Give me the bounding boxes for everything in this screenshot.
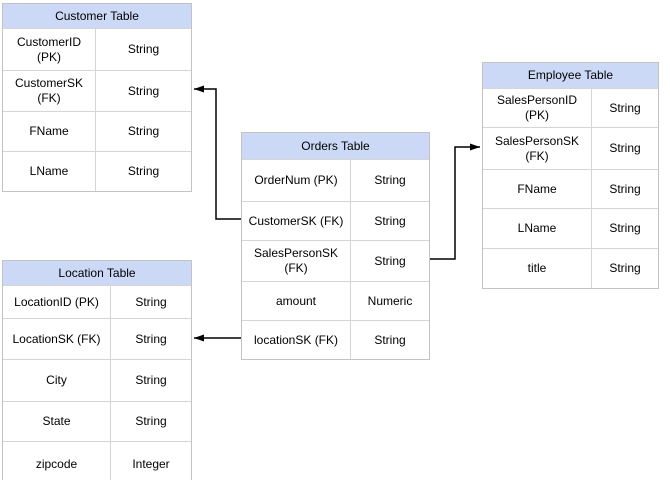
field-type-cell: String	[609, 100, 641, 115]
field-name-cell: OrderNum (PK)	[242, 160, 351, 201]
field-name-cell: SalesPersonSK (FK)	[483, 128, 592, 169]
table-row: SalesPersonSK (FK) String	[242, 240, 429, 281]
field-type-cell: String	[135, 373, 167, 387]
table-row: locationSK (FK) String	[242, 320, 429, 359]
table-row: zipcode Integer	[3, 441, 191, 480]
table-title-location: Location Table	[3, 261, 191, 286]
table-row: LName String	[3, 151, 191, 191]
field-type-cell: String	[127, 124, 160, 138]
field-name-cell: LocationID (PK)	[3, 286, 111, 318]
field-name-cell: FName	[3, 112, 96, 151]
field-type-cell: String	[609, 181, 641, 196]
field-type-cell: String	[374, 173, 406, 187]
field-name-cell: SalesPersonID (PK)	[483, 89, 592, 127]
table-title-customer: Customer Table	[3, 4, 191, 29]
table-row: LName String	[483, 208, 658, 248]
table-row: CustomerID (PK) String	[3, 29, 191, 70]
table-row: SalesPersonSK (FK) String	[483, 127, 658, 169]
field-name-cell: State	[3, 402, 111, 441]
field-name-cell: locationSK (FK)	[242, 321, 351, 359]
table-row: CustomerSK (FK) String	[242, 201, 429, 240]
field-type-cell: String	[374, 332, 406, 347]
field-type-cell: String	[135, 331, 167, 346]
table-title-employee: Employee Table	[483, 63, 658, 89]
field-type-cell: String	[609, 141, 641, 155]
field-type-cell: String	[609, 261, 641, 275]
table-row: FName String	[3, 111, 191, 151]
field-name-cell: City	[3, 360, 111, 401]
field-name-cell: title	[483, 249, 592, 288]
field-type-cell: String	[609, 221, 641, 235]
table-title-orders: Orders Table	[242, 133, 429, 160]
field-name-cell: CustomerID (PK)	[3, 29, 96, 70]
field-type-cell: String	[374, 253, 406, 268]
field-name-cell: zipcode	[3, 442, 111, 480]
table-row: LocationID (PK) String	[3, 286, 191, 318]
field-type-cell: String	[127, 164, 160, 178]
field-type-cell: String	[374, 213, 406, 228]
table-row: OrderNum (PK) String	[242, 160, 429, 201]
table-row: LocationSK (FK) String	[3, 318, 191, 359]
field-name-cell: LName	[3, 152, 96, 191]
table-row: title String	[483, 248, 658, 288]
field-name-cell: SalesPersonSK (FK)	[242, 241, 351, 281]
field-type-cell: String	[127, 42, 160, 56]
table-row: State String	[3, 401, 191, 441]
field-name-cell: LName	[483, 209, 592, 248]
field-name-cell: LocationSK (FK)	[3, 319, 111, 359]
field-type-cell: String	[127, 83, 160, 98]
field-type-cell: Integer	[132, 457, 170, 471]
table-row: City String	[3, 359, 191, 401]
table-row: FName String	[483, 169, 658, 208]
table-row: CustomerSK (FK) String	[3, 70, 191, 111]
field-name-cell: CustomerSK (FK)	[242, 202, 351, 240]
table-row: amount Numeric	[242, 281, 429, 320]
table-row: SalesPersonID (PK) String	[483, 89, 658, 127]
field-name-cell: FName	[483, 170, 592, 208]
field-name-cell: amount	[242, 282, 351, 320]
field-name-cell: CustomerSK (FK)	[3, 71, 96, 111]
field-type-cell: Numeric	[367, 293, 413, 308]
field-type-cell: String	[135, 294, 167, 309]
field-type-cell: String	[135, 414, 167, 428]
